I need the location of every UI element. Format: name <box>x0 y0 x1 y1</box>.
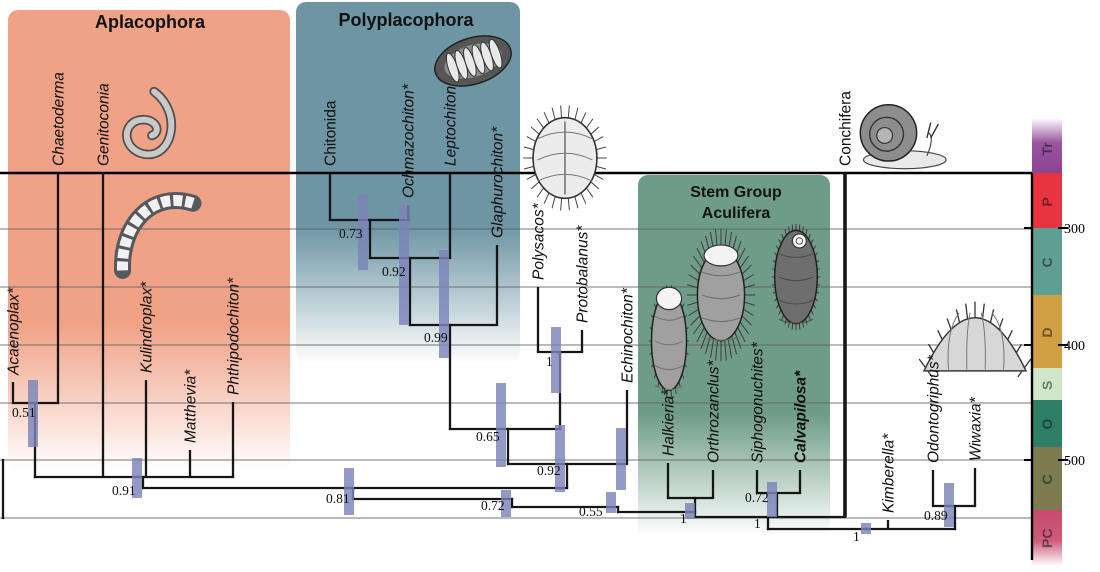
node-support-value: 0.73 <box>339 226 363 241</box>
illustration-snail-icon <box>859 103 947 170</box>
hpd-bar <box>358 195 368 270</box>
taxon-labels-layer: Acaenoplax* Chaetoderma GenitoconiaKulindr… <box>6 72 985 513</box>
node-support-value: 0.91 <box>112 483 136 498</box>
hpd-bar <box>944 483 954 527</box>
node-support-value: 0.72 <box>481 498 505 513</box>
timescale-period-tr-0 <box>1032 118 1062 173</box>
node-support-value: 0.99 <box>424 330 448 345</box>
illustration-spiny-slug-icon <box>686 228 756 362</box>
taxon-label-chaetoderma: Chaetoderma <box>51 72 68 166</box>
illustration-hairy-slug-icon <box>771 223 821 331</box>
taxon-label-orthrozanclus: Orthrozanclus* <box>706 360 723 463</box>
hpd-bar <box>555 425 565 492</box>
illustration-chiton-icon <box>434 35 512 87</box>
timescale-period-label: C <box>1039 474 1055 484</box>
node-support-value: 1 <box>853 529 860 544</box>
node-support-value: 0.81 <box>326 491 350 506</box>
illustration-curled-worm-icon <box>122 86 176 160</box>
node-support-value: 0.92 <box>382 264 406 279</box>
timescale-tick-label: 500 <box>1064 454 1085 469</box>
hpd-bar <box>501 490 511 517</box>
taxon-label-genitoconia: Genitoconia <box>96 83 113 166</box>
hpd-bar <box>28 380 38 447</box>
taxon-label-kimberella: Kimberella* <box>881 433 898 513</box>
hpd-bar <box>685 503 695 519</box>
taxon-label-siphogonuchites: Siphogonuchites* <box>750 341 767 463</box>
hpd-bar <box>606 492 616 513</box>
hpd-bar <box>344 468 354 515</box>
hpd-bar <box>551 327 561 393</box>
hpd-bar <box>767 482 777 517</box>
hpd-bar <box>616 428 626 490</box>
timescale-period-label: Tr <box>1039 142 1055 156</box>
taxon-label-kulindroplax: Kulindroplax* <box>139 281 156 373</box>
node-support-value: 1 <box>680 511 687 526</box>
node-support-value: 0.89 <box>924 508 948 523</box>
group-block-polyplacophora <box>296 2 520 364</box>
hpd-bar <box>399 205 409 325</box>
timescale-period-c-2 <box>1032 228 1062 295</box>
taxon-label-leptochiton: Leptochiton <box>443 86 460 166</box>
timescale-tick-label: 300 <box>1064 222 1085 237</box>
timescale-period-p-1 <box>1032 173 1062 228</box>
timescale-period-label: D <box>1039 327 1055 337</box>
taxon-label-chitonida: Chitonida <box>323 100 340 166</box>
timescale-period-label: C <box>1039 257 1055 267</box>
timescale-period-label: O <box>1039 419 1055 430</box>
illustration-segmented-worm-icon <box>114 192 202 279</box>
illustration-armored-slug-icon <box>649 285 689 397</box>
taxon-label-ochmazochiton: Ochmazochiton* <box>401 83 418 198</box>
illustrations-layer <box>114 35 1032 397</box>
node-support-value: 0.92 <box>537 463 561 478</box>
node-support-value: 0.72 <box>745 490 769 505</box>
timescale-period-label: P <box>1039 197 1055 206</box>
taxon-label-phthipodochiton: Phthipodochiton* <box>226 277 243 395</box>
timescale-period-pc-7 <box>1032 510 1062 566</box>
taxon-label-acaenoplax: Acaenoplax* <box>6 287 23 376</box>
hpd-bar <box>496 383 506 467</box>
timescale-period-o-5 <box>1032 400 1062 447</box>
hpd-bars-layer <box>28 195 954 534</box>
support-values-layer: 0.51 0.91 0.73 0.92 0.99 1 0.65 0.92 0.81 0.72 0.5… <box>12 226 948 544</box>
node-support-value: 0.65 <box>476 429 500 444</box>
taxon-label-echinochiton: Echinochiton* <box>620 287 637 383</box>
taxon-label-matthevia: Matthevia* <box>183 369 200 443</box>
taxon-label-polysacos: Polysacos* <box>531 202 548 280</box>
node-support-value: 0.55 <box>579 504 603 519</box>
timescale-period-c-6 <box>1032 447 1062 510</box>
taxon-label-halkieria: Halkieria* <box>661 389 678 456</box>
hpd-bar <box>439 250 449 358</box>
timescale-period-label: S <box>1039 381 1055 390</box>
illustration-scaly-dome-icon <box>918 301 1032 378</box>
taxon-label-wiwaxia: Wiwaxia* <box>968 396 985 461</box>
taxon-label-conchifera: Conchifera <box>838 91 855 166</box>
timescale-period-label: PC <box>1039 529 1055 548</box>
node-support-value: 1 <box>546 354 553 369</box>
timescale-tick-label: 400 <box>1064 339 1085 354</box>
timescale-period-s-4 <box>1032 368 1062 400</box>
node-support-value: 0.51 <box>12 405 36 420</box>
illustration-spiny-oval-icon <box>523 105 607 211</box>
taxon-label-odontogriphus: Odontogriphus* <box>926 354 943 463</box>
hpd-bar <box>861 523 871 534</box>
hpd-bar <box>132 458 142 498</box>
taxon-label-calvapilosa: Calvapilosa* <box>793 370 810 463</box>
taxon-label-glaphurochiton: Glaphurochiton* <box>490 126 507 238</box>
node-support-value: 1 <box>754 516 761 531</box>
taxon-label-protobalanus: Protobalanus* <box>575 225 592 323</box>
timescale-period-d-3 <box>1032 295 1062 368</box>
group-block-aplacophora <box>8 10 290 472</box>
